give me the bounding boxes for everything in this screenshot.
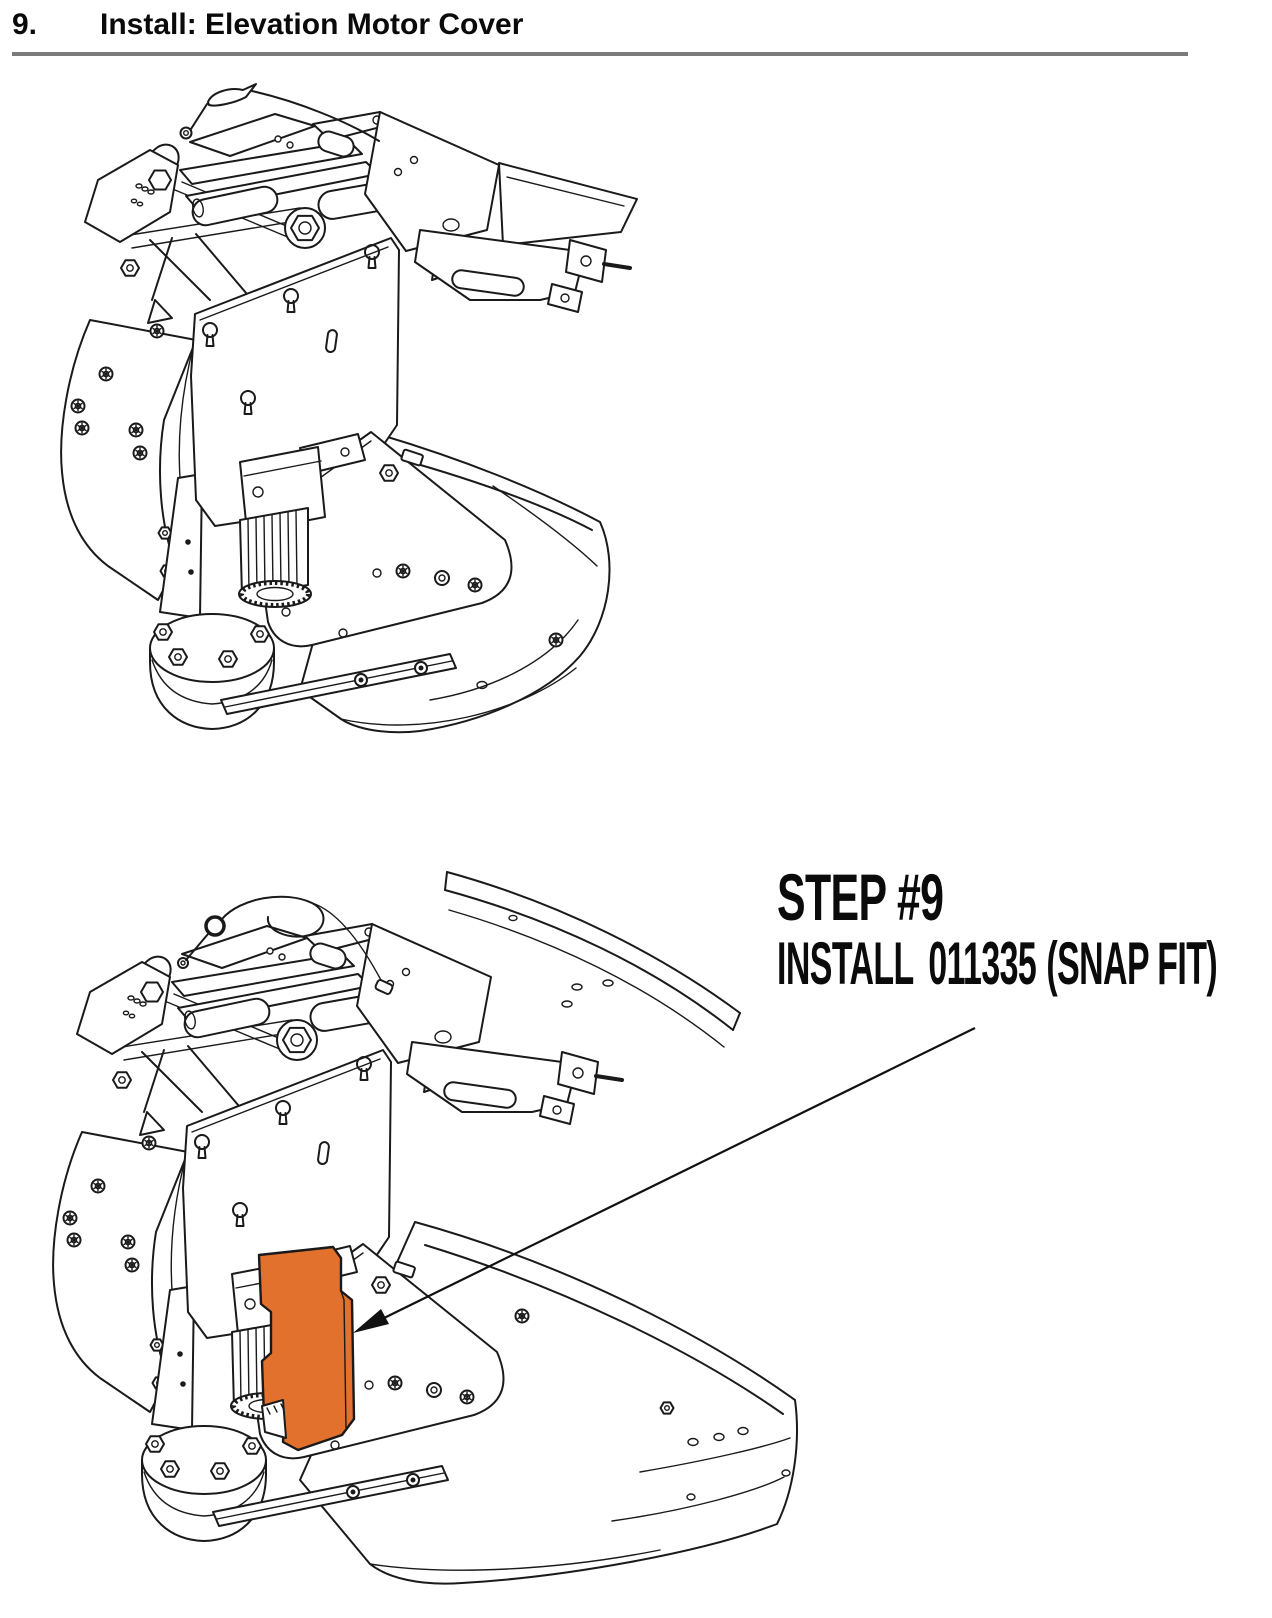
lanyard-ring — [177, 895, 394, 995]
lanyard-cable-loop — [221, 895, 325, 938]
elevation-motor-cover — [257, 1245, 356, 1452]
step-title: STEP #9 — [777, 860, 944, 934]
header-divider — [12, 52, 1188, 56]
step-action: INSTALL — [777, 930, 914, 997]
figure-top-assembly — [61, 83, 638, 734]
page-header: 9. Install: Elevation Motor Cover — [12, 8, 523, 42]
wing-sheet — [498, 162, 638, 246]
lanyard-pin — [179, 83, 380, 142]
section-title: Install: Elevation Motor Cover — [100, 8, 524, 41]
wing-sheet-2 — [444, 871, 741, 1048]
section-number: 9. — [12, 8, 38, 41]
callout-leader — [353, 1027, 976, 1333]
figure-bottom-assembly — [53, 871, 798, 1585]
step-part-number: 011335 — [928, 930, 1037, 997]
arrowhead-icon — [353, 1309, 389, 1333]
lanyard-cable — [251, 90, 380, 142]
step-fit-note: (SNAP FIT) — [1046, 930, 1218, 997]
